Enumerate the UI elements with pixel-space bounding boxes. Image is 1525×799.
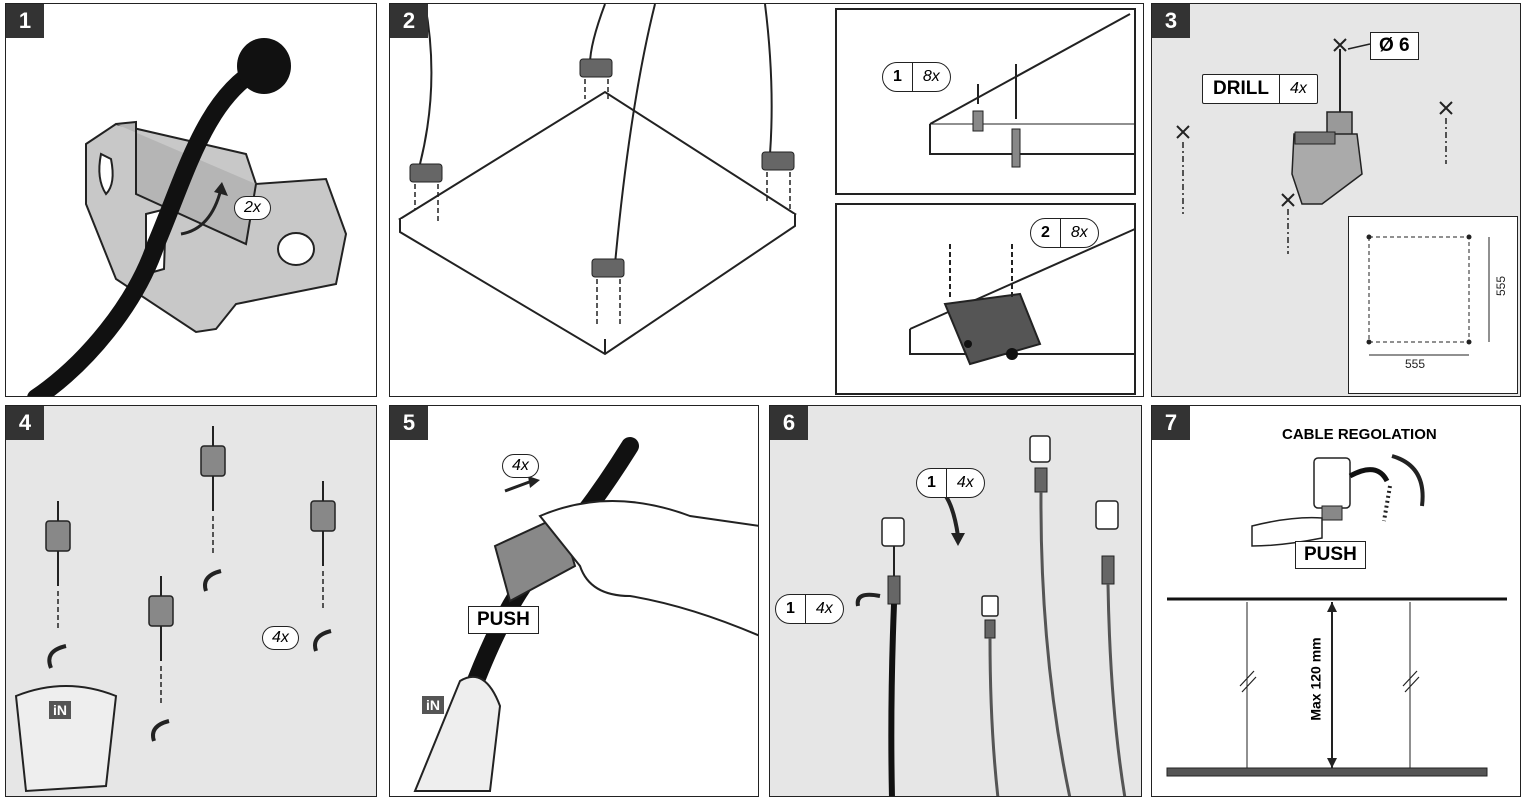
push-label: PUSH [468, 606, 539, 634]
count-label: 4x [815, 600, 833, 617]
section-title: CABLE REGOLATION [1282, 426, 1437, 443]
step-label: 1 [776, 595, 806, 623]
step-6-panel: 6 1 4x 1 4x [769, 405, 1142, 797]
push-connector-illustration [413, 437, 758, 792]
step-count-pill-1: 1 4x [916, 468, 985, 498]
dimension-diagram: 555 555 [1348, 216, 1518, 394]
step-number: 3 [1152, 4, 1190, 38]
step-number: 6 [770, 406, 808, 440]
step-5-panel: 5 4x PUSH iN [389, 405, 759, 797]
step-1-panel: 1 2x [5, 3, 377, 397]
step-label: 1 [917, 469, 947, 497]
step-number: 2 [390, 4, 428, 38]
push-label: PUSH [1295, 541, 1366, 569]
step-number: 4 [6, 406, 44, 440]
step-3-panel: 3 Ø 6 DRILL 4x 555 555 [1151, 3, 1521, 397]
step-number: 7 [1152, 406, 1190, 440]
count-label: 2x [234, 196, 271, 220]
cable-fitting-illustration [855, 435, 1127, 796]
step-count-pill-1: 1 8x [882, 62, 951, 92]
count-label: 4x [1289, 80, 1307, 97]
step-label: 1 [883, 63, 913, 91]
step-7-panel: 7 CABLE REGOLATION PUSH Max 120 mm [1151, 405, 1521, 797]
step-label: 2 [1031, 219, 1061, 247]
step-4-panel: 4 4x iN [5, 405, 377, 797]
step-2-panel: 2 1 8x [389, 3, 1144, 397]
diameter-label: Ø 6 [1370, 32, 1419, 60]
count-label: 8x [922, 68, 940, 85]
anchor-insert-illustration [14, 426, 336, 793]
cable-regulation-illustration [1166, 454, 1507, 777]
max-height-label: Max 120 mm [1307, 637, 1324, 721]
count-label: 8x [1070, 224, 1088, 241]
height-dimension: 555 [1494, 275, 1509, 297]
bag-tag: iN [49, 701, 71, 719]
panel-mounting-illustration [398, 4, 1136, 395]
count-label: 4x [262, 626, 299, 650]
step-count-pill-2: 1 4x [775, 594, 844, 624]
drill-illustration [1176, 38, 1453, 254]
width-dimension: 555 [1405, 357, 1426, 371]
count-label: 4x [956, 474, 974, 491]
step-number: 1 [6, 4, 44, 38]
step-number: 5 [390, 406, 428, 440]
drill-label: DRILL [1203, 75, 1280, 103]
step-count-pill-2: 2 8x [1030, 218, 1099, 248]
drill-pill: DRILL 4x [1202, 74, 1318, 104]
count-label: 4x [502, 454, 539, 478]
bag-tag: iN [422, 696, 444, 714]
dimension-square [1366, 234, 1490, 356]
bracket-cable-illustration [27, 38, 348, 396]
